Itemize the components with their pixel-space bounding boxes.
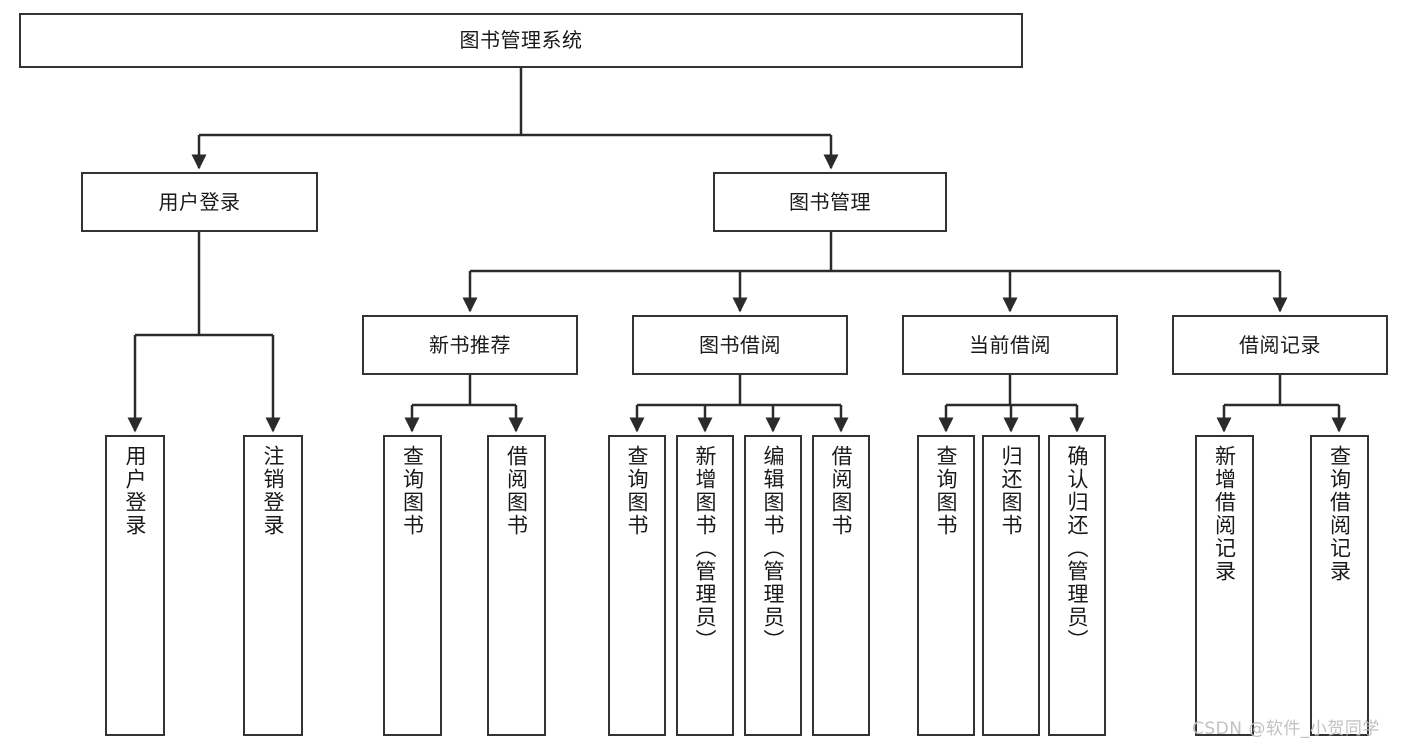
node-leaf-add-record[interactable]: 新增借阅记录 [1195,435,1254,736]
node-leaf-return-book-label: 归还图书 [999,445,1024,537]
node-leaf-borrow-book-2[interactable]: 借阅图书 [812,435,870,736]
node-book-manage[interactable]: 图书管理 [713,172,947,232]
node-leaf-user-login-label: 用户登录 [123,445,148,537]
node-book-manage-label: 图书管理 [789,189,871,214]
node-leaf-query-record-label: 查询借阅记录 [1327,445,1352,583]
node-book-borrow-label: 图书借阅 [699,332,781,357]
node-leaf-confirm-return[interactable]: 确认归还（管理员） [1048,435,1106,736]
node-new-book-rec[interactable]: 新书推荐 [362,315,578,375]
node-leaf-query-book-2[interactable]: 查询图书 [608,435,666,736]
node-borrow-record[interactable]: 借阅记录 [1172,315,1388,375]
node-leaf-borrow-book-1-label: 借阅图书 [504,445,529,537]
node-root-label: 图书管理系统 [459,28,583,52]
node-current-borrow-label: 当前借阅 [969,332,1051,357]
node-leaf-add-book-label: 新增图书（管理员） [693,445,718,652]
node-leaf-query-book-1-label: 查询图书 [400,445,425,537]
node-leaf-edit-book-label: 编辑图书（管理员） [761,445,786,652]
node-leaf-query-record[interactable]: 查询借阅记录 [1310,435,1369,736]
node-leaf-add-record-label: 新增借阅记录 [1212,445,1237,583]
node-leaf-query-book-2-label: 查询图书 [625,445,650,537]
node-leaf-borrow-book-1[interactable]: 借阅图书 [487,435,546,736]
node-leaf-return-book[interactable]: 归还图书 [982,435,1040,736]
node-user-login-label: 用户登录 [158,189,241,214]
node-leaf-borrow-book-2-label: 借阅图书 [829,445,854,537]
node-borrow-record-label: 借阅记录 [1239,332,1321,357]
csdn-watermark: CSDN @软件_小贺同学 [1192,719,1380,739]
node-user-login[interactable]: 用户登录 [81,172,318,232]
node-current-borrow[interactable]: 当前借阅 [902,315,1118,375]
node-leaf-edit-book[interactable]: 编辑图书（管理员） [744,435,802,736]
node-leaf-query-book-3[interactable]: 查询图书 [917,435,975,736]
node-leaf-logout-label: 注销登录 [261,445,286,537]
node-leaf-query-book-1[interactable]: 查询图书 [383,435,442,736]
node-leaf-query-book-3-label: 查询图书 [934,445,959,537]
node-leaf-add-book[interactable]: 新增图书（管理员） [676,435,734,736]
node-leaf-logout[interactable]: 注销登录 [243,435,303,736]
node-root[interactable]: 图书管理系统 [19,13,1023,68]
node-leaf-user-login[interactable]: 用户登录 [105,435,165,736]
node-leaf-confirm-return-label: 确认归还（管理员） [1065,445,1090,652]
node-new-book-rec-label: 新书推荐 [429,332,511,357]
node-book-borrow[interactable]: 图书借阅 [632,315,848,375]
